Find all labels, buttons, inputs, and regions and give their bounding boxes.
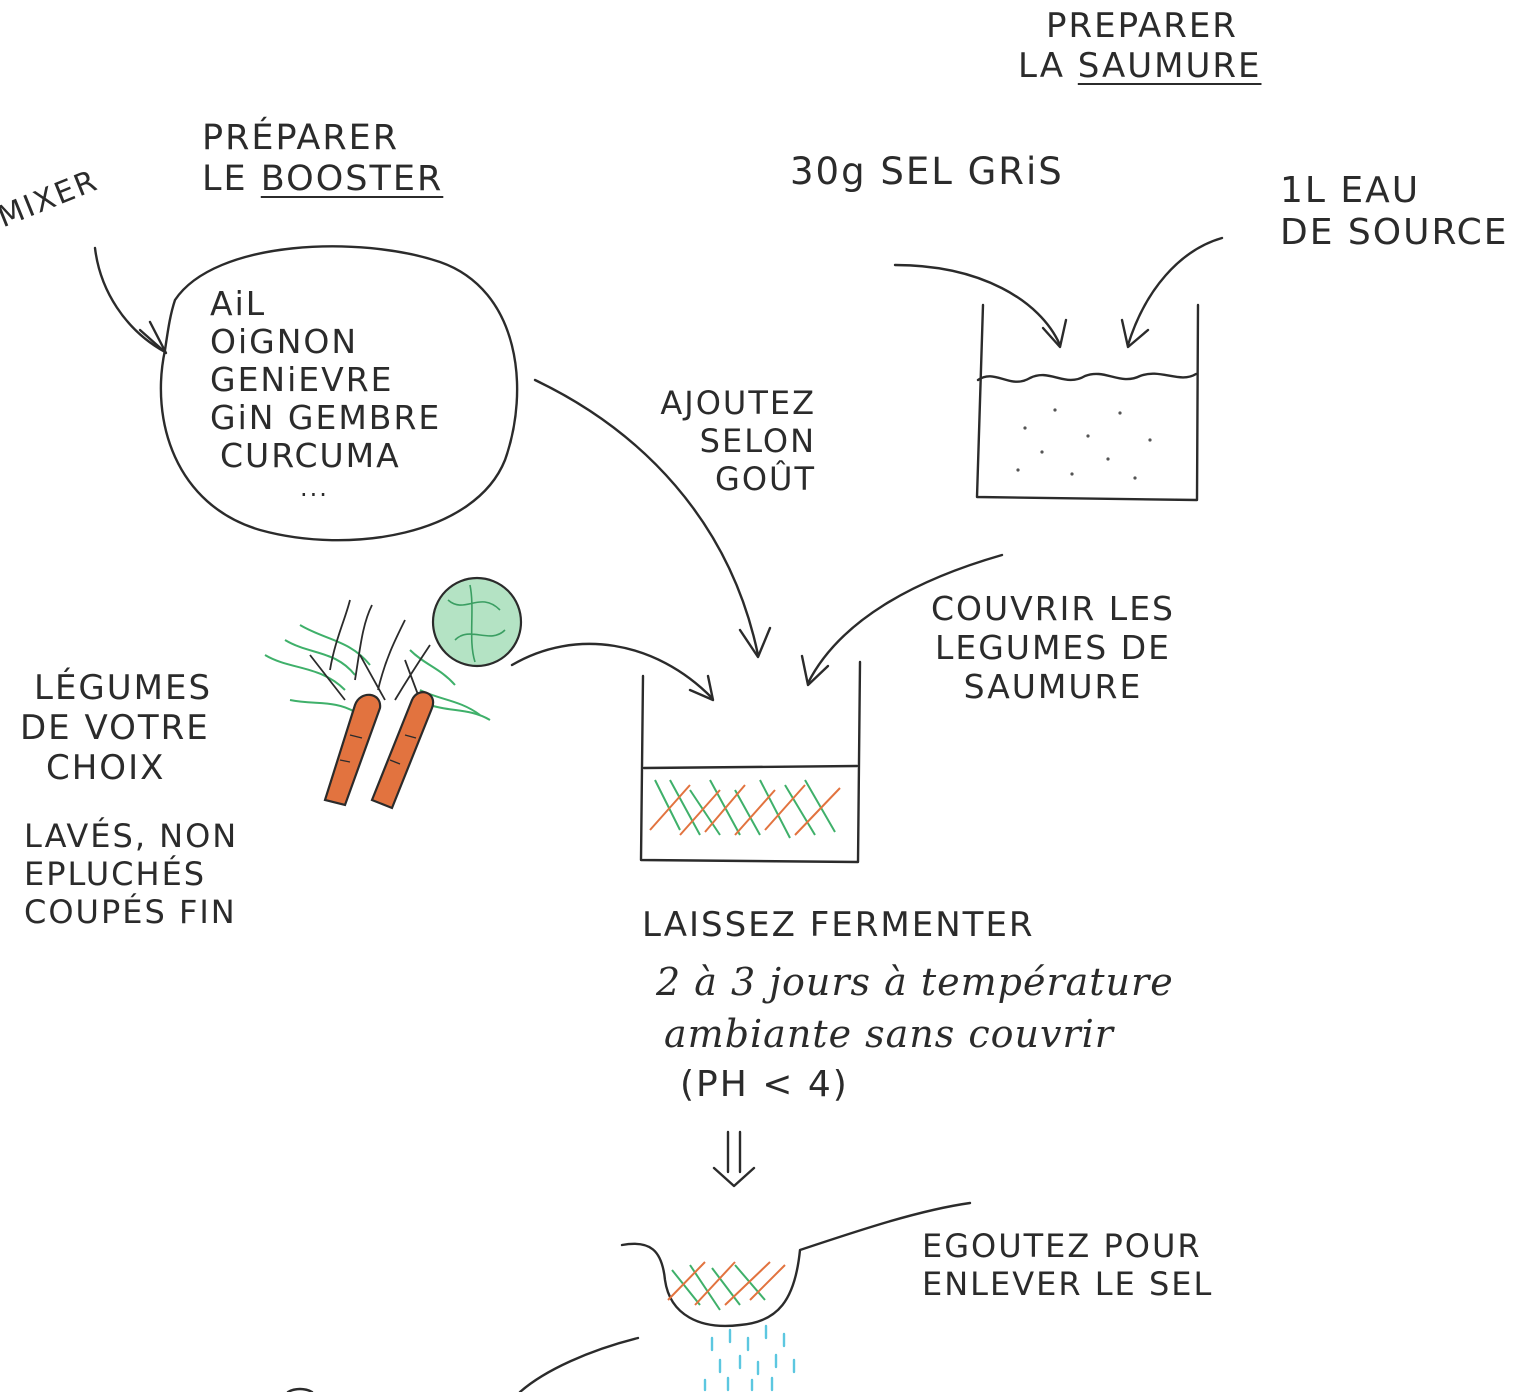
ingredient-item: ... [300, 473, 329, 502]
brine-jar [975, 303, 1200, 502]
cabbage [431, 576, 523, 668]
salt-arrowhead [1041, 318, 1068, 349]
booster-title: PRÉPARER LE BOOSTER [202, 118, 443, 201]
carrot-1 [323, 693, 382, 807]
ingredient-item: OiGNON [210, 321, 359, 361]
next-step-arrow [518, 1336, 640, 1392]
salt-label: 30g SEL GRiS [790, 150, 1064, 193]
vegetables-note: LAVÉS, NON EPLUCHÉS COUPÉS FIN [24, 817, 239, 931]
ferment-condition: ambiante sans couvrir [664, 1012, 1114, 1056]
booster-title-line2: LE BOOSTER [202, 159, 444, 200]
vegetables-arrowhead [688, 674, 715, 702]
drain-label: EGOUTEZ POUR ENLEVER LE SEL [922, 1227, 1214, 1303]
ferment-contents [649, 779, 841, 839]
vegetables-illustration [264, 576, 523, 810]
next-step-mark [286, 1387, 314, 1392]
water-arrow [1126, 236, 1224, 347]
ingredient-item: CURCUMA [220, 435, 401, 475]
booster-bubble [159, 245, 519, 542]
carrot-2 [370, 691, 435, 810]
brine-to-jar-arrow [806, 553, 1004, 685]
double-arrow-down [712, 1130, 756, 1188]
colander [620, 1201, 972, 1328]
booster-title-line1: PRÉPARER [202, 118, 400, 158]
ingredient-item: AiL [210, 284, 267, 323]
ferment-duration: 2 à 3 jours à température [656, 960, 1174, 1004]
ingredient-item: GENiEVRE [210, 359, 394, 399]
vegetables-label: LÉGUMES DE VOTRE CHOIX [20, 668, 213, 789]
brine-title-line2: LA SAUMURE [1018, 46, 1262, 87]
brine-title-line1: PREPARER [1046, 6, 1238, 46]
booster-title-word: BOOSTER [260, 159, 444, 200]
ferment-title: LAISSEZ FERMENTER [642, 905, 1035, 945]
brine-arrowhead [800, 654, 830, 687]
cover-label: COUVRIR LES LEGUMES DE SAUMURE [930, 589, 1175, 706]
ferment-ph: (PH < 4) [680, 1064, 849, 1105]
brine-title: PREPARER LA SAUMURE [1018, 6, 1261, 86]
booster-to-jar-arrow [533, 378, 760, 657]
ferment-jar [639, 660, 862, 864]
vegetables-arrow [510, 642, 714, 700]
salt-arrow [893, 263, 1062, 347]
ferment-surface [642, 764, 859, 770]
booster-ingredients: AiL OiGNON GENiEVRE GiN GEMBRE CURCUMA .… [210, 285, 441, 502]
colander-contents [667, 1261, 786, 1311]
water-drops [703, 1324, 796, 1392]
ingredient-item: GiN GEMBRE [210, 397, 442, 437]
add-to-taste-label: AJOUTEZ SELON GOÛT [660, 384, 816, 498]
water-label: 1L EAU DE SOURCE [1280, 170, 1509, 254]
water-arrowhead [1120, 318, 1150, 349]
booster-arrowhead [738, 626, 772, 659]
brine-title-word: SAUMURE [1077, 46, 1262, 87]
mixer-arrow [93, 246, 167, 354]
brine-surface [976, 372, 1198, 383]
mixer-arrowhead [138, 320, 168, 355]
